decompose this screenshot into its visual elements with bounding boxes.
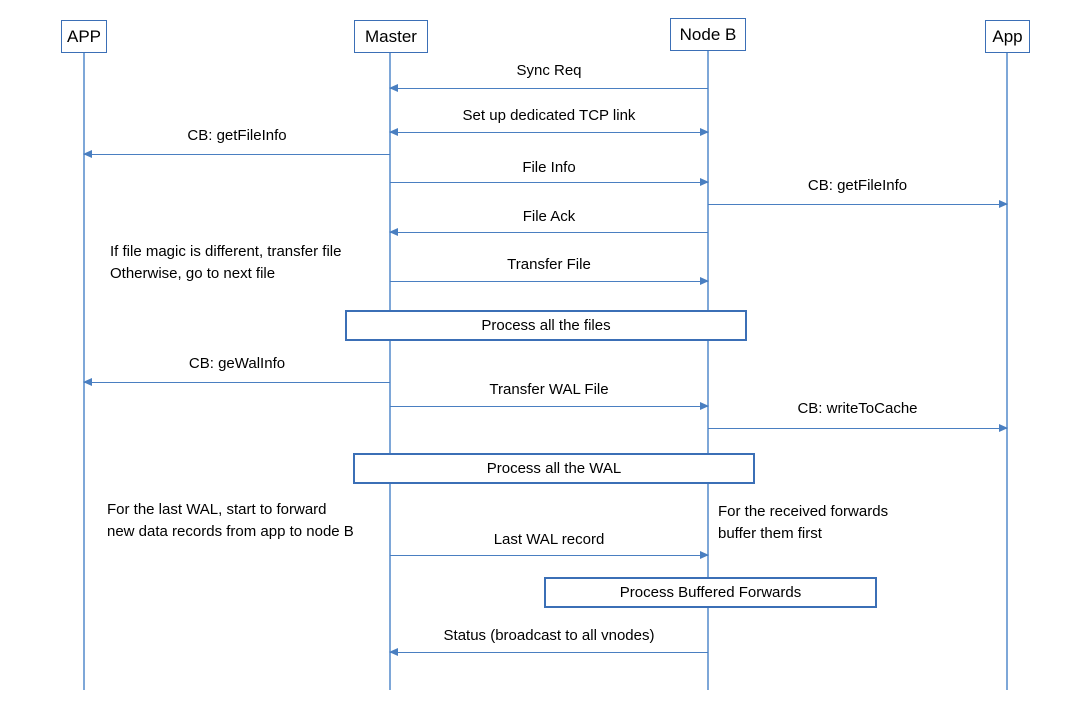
lifeline-line-app_right <box>1006 53 1008 690</box>
process-box-process_files[interactable]: Process all the files <box>345 310 747 341</box>
arrow-shaft <box>390 88 708 89</box>
process-box-process_buffered[interactable]: Process Buffered Forwards <box>544 577 877 608</box>
arrowhead-right-icon <box>700 127 709 136</box>
arrowhead-left-icon <box>83 149 92 158</box>
arrow-shaft <box>390 555 708 556</box>
arrowhead-right-icon <box>999 423 1008 432</box>
arrow-shaft <box>84 154 390 155</box>
arrow-shaft <box>390 281 708 282</box>
note-note_received_fwds: For the received forwards buffer them fi… <box>718 503 889 542</box>
message-label-cb_writetocache: CB: writeToCache <box>797 400 918 417</box>
arrow-shaft <box>390 132 708 133</box>
arrowhead-right-icon <box>700 177 709 186</box>
arrowhead-left-icon <box>389 127 398 136</box>
message-label-last_wal: Last WAL record <box>493 531 605 548</box>
message-label-sync_req: Sync Req <box>516 62 582 79</box>
message-label-tcp_link: Set up dedicated TCP link <box>462 107 636 124</box>
message-label-file_info: File Info <box>522 159 576 176</box>
arrowhead-left-icon <box>389 83 398 92</box>
arrowhead-left-icon <box>389 647 398 656</box>
message-label-cb_gewalinfo: CB: geWalInfo <box>188 355 286 372</box>
arrowhead-left-icon <box>83 377 92 386</box>
message-label-status: Status (broadcast to all vnodes) <box>443 627 655 644</box>
note-note_last_wal: For the last WAL, start to forward new d… <box>107 501 354 540</box>
arrow-shaft <box>84 382 390 383</box>
arrow-shaft <box>390 182 708 183</box>
lifeline-head-app_right[interactable]: App <box>985 20 1030 53</box>
arrowhead-right-icon <box>700 401 709 410</box>
message-label-file_ack: File Ack <box>522 208 576 225</box>
lifeline-head-node_b[interactable]: Node B <box>670 18 746 51</box>
lifeline-line-node_b <box>707 51 709 690</box>
lifeline-head-master[interactable]: Master <box>354 20 428 53</box>
arrowhead-left-icon <box>389 227 398 236</box>
message-label-transfer_file: Transfer File <box>507 256 591 273</box>
lifeline-head-app_left[interactable]: APP <box>61 20 107 53</box>
arrowhead-right-icon <box>700 550 709 559</box>
lifeline-line-app_left <box>83 53 85 690</box>
lifeline-line-master <box>389 53 391 690</box>
arrow-shaft <box>390 652 708 653</box>
arrow-shaft <box>708 428 1007 429</box>
note-note_file_magic: If file magic is different, transfer fil… <box>110 243 342 282</box>
arrow-shaft <box>708 204 1007 205</box>
arrow-shaft <box>390 406 708 407</box>
arrow-shaft <box>390 232 708 233</box>
message-label-cb_getfileinfo_left: CB: getFileInfo <box>187 127 287 144</box>
arrowhead-right-icon <box>700 276 709 285</box>
process-box-process_wal[interactable]: Process all the WAL <box>353 453 755 484</box>
arrowhead-right-icon <box>999 199 1008 208</box>
message-label-cb_getfileinfo_right: CB: getFileInfo <box>807 177 908 194</box>
message-label-transfer_wal: Transfer WAL File <box>489 381 609 398</box>
